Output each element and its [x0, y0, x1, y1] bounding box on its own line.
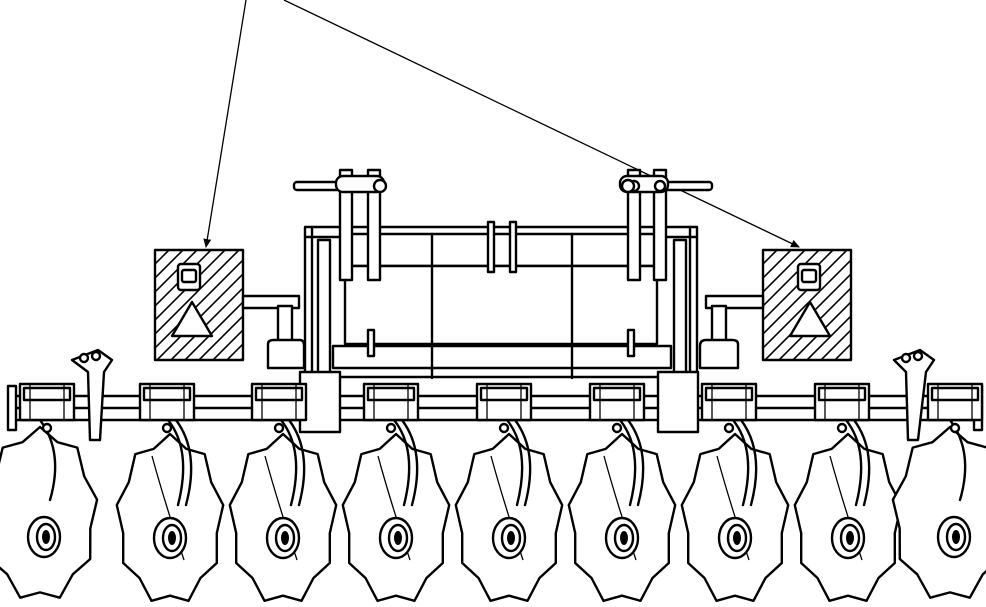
leader-lines: [203, 0, 800, 248]
bearing-housing: [362, 382, 420, 434]
ballast-weight-left: [153, 248, 306, 370]
bearing-housing: [250, 382, 308, 434]
disc: [454, 418, 564, 602]
ballast-weight-right: [698, 248, 853, 370]
bearing-housing: [18, 382, 76, 434]
bearing-housing: [813, 382, 871, 434]
bearing-housing: [475, 382, 533, 434]
bearing-housings: [18, 382, 984, 434]
end-scrapers: [70, 348, 936, 442]
leader-line-left: [203, 0, 247, 248]
hitch-frame-left: [292, 168, 388, 282]
bearing-housing: [138, 382, 196, 434]
bearing-housing: [588, 382, 646, 434]
disc-gang: [0, 418, 986, 602]
leader-line-right: [283, 0, 800, 248]
bearing-housing: [700, 382, 758, 434]
hitch-frame-right: [618, 168, 714, 282]
disc: [567, 418, 677, 602]
disc: [793, 418, 903, 602]
disc: [228, 418, 338, 602]
disc-edge-left: [0, 418, 99, 599]
bearing-housing: [926, 382, 984, 434]
disc: [341, 418, 451, 602]
disc-edge-right: [891, 418, 986, 599]
disc: [680, 418, 790, 602]
disc: [115, 418, 225, 602]
